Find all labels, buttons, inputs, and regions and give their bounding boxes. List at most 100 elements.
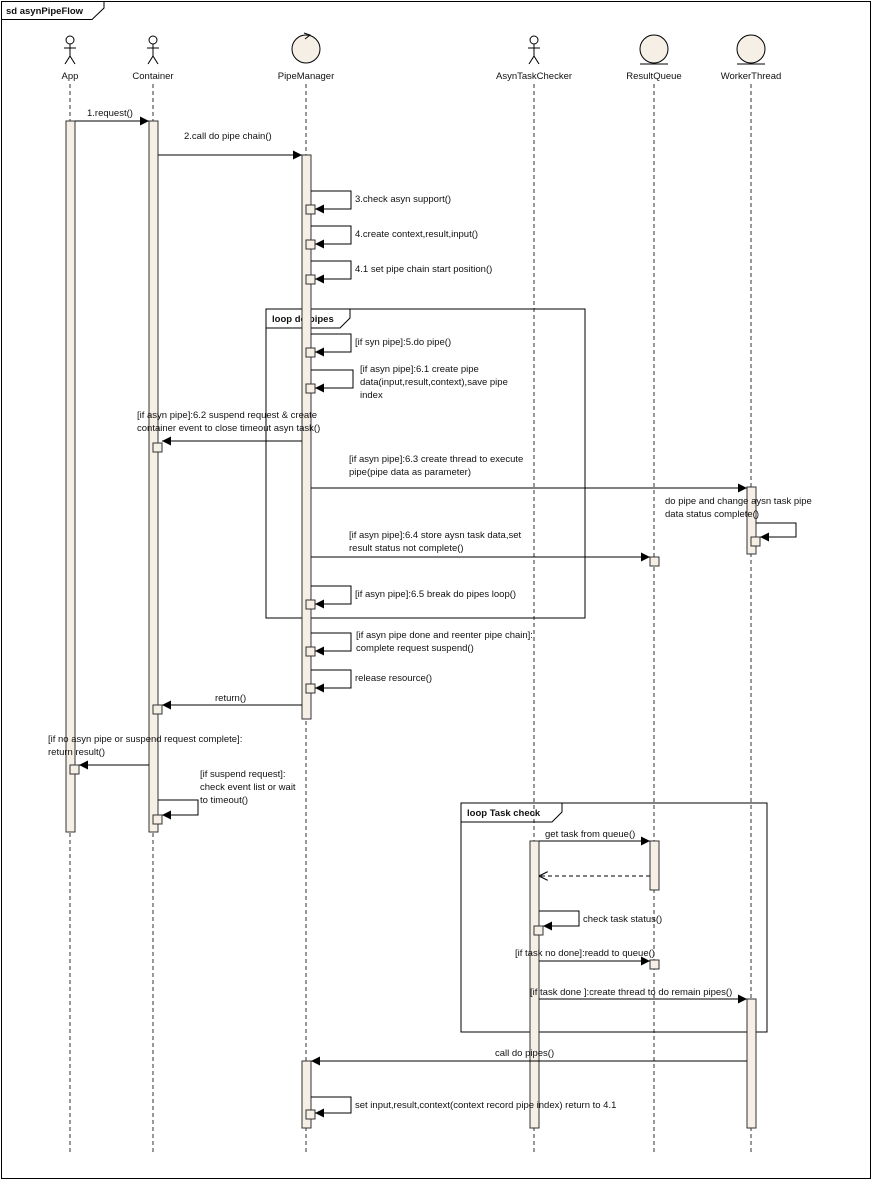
message-label: [if asyn pipe]:6.1 create pipe <box>360 364 479 375</box>
message-label: set input,result,context(context record … <box>355 1100 616 1111</box>
execution-box <box>305 1109 316 1120</box>
message-label: check event list or wait <box>200 782 296 793</box>
message-complete-request-suspend: [if asyn pipe done and reenter pipe chai… <box>311 630 533 656</box>
execution-box <box>305 347 316 358</box>
activation-pipemanager-calldo <box>301 1060 312 1129</box>
message-return-result: [if no asyn pipe or suspend request comp… <box>48 734 242 770</box>
participant-asyntaskchecker: AsynTaskChecker <box>496 35 572 82</box>
execution-box <box>305 239 316 250</box>
message-label: do pipe and change aysn task pipe <box>665 496 812 507</box>
message-label: [if task done ]:create thread to do rema… <box>530 987 732 998</box>
message-label: [if asyn pipe]:6.5 break do pipes loop() <box>355 589 516 600</box>
message-readd-queue: [if task no done]:readd to queue() <box>515 948 655 966</box>
message-label: [if suspend request]: <box>200 769 286 780</box>
message-label: [if task no done]:readd to queue() <box>515 948 655 959</box>
execution-box <box>152 442 163 453</box>
message-store-task-data: [if asyn pipe]:6.4 store aysn task data,… <box>311 530 650 562</box>
message-label: [if asyn pipe]:6.4 store aysn task data,… <box>349 530 522 541</box>
message-label: check task status() <box>583 914 662 925</box>
execution-box <box>533 925 544 936</box>
message-label: data status complete() <box>665 509 759 520</box>
frame-title: sd asynPipeFlow <box>6 6 84 17</box>
message-label: release resource() <box>355 673 432 684</box>
execution-box <box>152 704 163 715</box>
participant-label: ResultQueue <box>626 71 681 82</box>
message-label: pipe(pipe data as parameter) <box>349 467 471 478</box>
message-check-asyn-support: 3.check asyn support() <box>311 190 451 214</box>
message-label: return() <box>215 693 246 704</box>
actor-icon <box>528 35 540 65</box>
activation-workerthread <box>746 486 757 555</box>
execution-box <box>305 204 316 215</box>
message-label: complete request suspend() <box>356 643 474 654</box>
message-check-task-status: check task status() <box>539 910 662 931</box>
participant-resultqueue: ResultQueue <box>626 34 682 82</box>
message-label: [if asyn pipe]:6.3 create thread to exec… <box>349 454 523 465</box>
message-create-context: 4.create context,result,input() <box>311 225 478 249</box>
participant-label: App <box>62 71 79 82</box>
message-return: return() <box>162 693 302 710</box>
message-break-loop: [if asyn pipe]:6.5 break do pipes loop() <box>311 585 516 609</box>
fragment-label: loop Task check <box>467 808 541 819</box>
message-label: 2.call do pipe chain() <box>184 131 272 142</box>
message-label: [if no asyn pipe or suspend request comp… <box>48 734 242 745</box>
message-label: return result() <box>48 747 105 758</box>
execution-box <box>649 959 660 970</box>
message-release-resource: release resource() <box>311 669 432 693</box>
message-get-task: get task from queue() <box>539 829 650 846</box>
participant-app: App <box>62 35 79 82</box>
message-request: 1.request() <box>75 108 149 126</box>
message-do-pipe-change-status: do pipe and change aysn task pipe data s… <box>665 496 812 542</box>
message-label: 4.create context,result,input() <box>355 229 478 240</box>
execution-box <box>69 764 80 775</box>
participant-label: Container <box>132 71 173 82</box>
participant-label: PipeManager <box>278 71 335 82</box>
execution-box <box>305 599 316 610</box>
activation-container <box>148 120 159 833</box>
message-label: 4.1 set pipe chain start position() <box>355 264 492 275</box>
actor-icon <box>64 35 76 65</box>
activation-resultqueue <box>649 840 660 891</box>
activation-asyntaskchecker <box>529 840 540 1129</box>
execution-box <box>305 383 316 394</box>
message-set-input: set input,result,context(context record … <box>311 1096 616 1118</box>
execution-box <box>750 536 761 547</box>
message-label: call do pipes() <box>495 1048 554 1059</box>
execution-box <box>152 814 163 825</box>
message-label: [if asyn pipe done and reenter pipe chai… <box>356 630 533 641</box>
message-create-pipe-data: [if asyn pipe]:6.1 create pipe data(inpu… <box>311 364 508 401</box>
participant-label: AsynTaskChecker <box>496 71 572 82</box>
entity-icon <box>639 34 669 65</box>
message-label: 1.request() <box>87 108 133 119</box>
message-label: to timeout() <box>200 795 248 806</box>
execution-box <box>305 646 316 657</box>
participant-label: WorkerThread <box>721 71 782 82</box>
message-check-event-list: [if suspend request]: check event list o… <box>158 769 296 820</box>
message-suspend-request: [if asyn pipe]:6.2 suspend request & cre… <box>137 410 320 446</box>
entity-icon <box>736 34 766 65</box>
control-icon <box>291 32 321 64</box>
activation-pipemanager <box>301 154 312 720</box>
message-remain-pipes: [if task done ]:create thread to do rema… <box>530 987 747 1004</box>
participant-workerthread: WorkerThread <box>721 34 782 82</box>
execution-box <box>649 556 660 567</box>
execution-box <box>305 683 316 694</box>
message-call-do-pipe-chain: 2.call do pipe chain() <box>158 131 302 160</box>
message-set-start-position: 4.1 set pipe chain start position() <box>311 260 492 284</box>
message-label: [if asyn pipe]:6.2 suspend request & cre… <box>137 410 317 421</box>
frame-title-tab <box>1 1 105 20</box>
message-label: index <box>360 390 383 401</box>
participant-container: Container <box>132 35 174 82</box>
message-label: [if syn pipe]:5.do pipe() <box>355 337 451 348</box>
message-label: data(input,result,context),save pipe <box>360 377 508 388</box>
actor-icon <box>147 35 159 65</box>
activation-app <box>65 120 76 833</box>
participant-pipemanager: PipeManager <box>278 32 335 82</box>
message-label: result status not complete() <box>349 543 464 554</box>
message-create-thread: [if asyn pipe]:6.3 create thread to exec… <box>311 454 747 493</box>
message-label: get task from queue() <box>545 829 635 840</box>
message-label: 3.check asyn support() <box>355 194 451 205</box>
message-do-pipe: [if syn pipe]:5.do pipe() <box>311 333 451 357</box>
